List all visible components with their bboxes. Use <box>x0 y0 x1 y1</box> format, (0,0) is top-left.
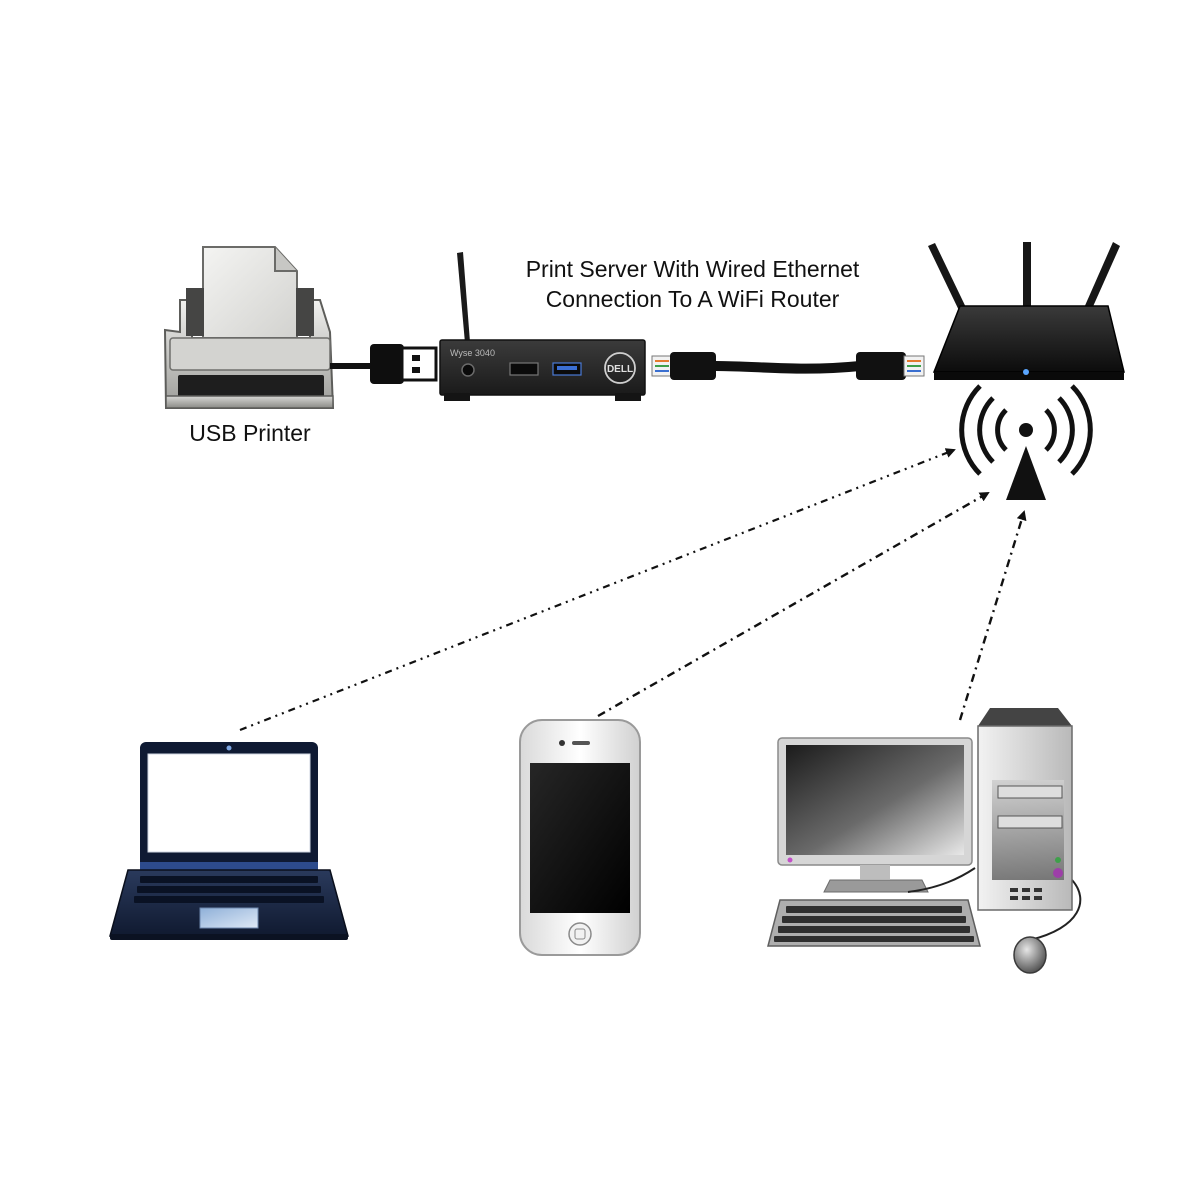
dell-logo <box>604 352 636 384</box>
desktop-wireless-link <box>958 510 1027 721</box>
phone-wireless-link <box>597 491 990 718</box>
printer-icon <box>163 246 335 409</box>
laptop-icon <box>109 742 349 940</box>
mouse-icon <box>1013 936 1047 974</box>
wifi-antenna-icon <box>959 384 1093 500</box>
diagram-title-line-2: Connection To A WiFi Router <box>545 286 840 312</box>
touchpad <box>199 907 259 929</box>
usb-cable <box>330 344 438 384</box>
desktop-keyboard-keys <box>774 906 974 942</box>
diagram-title-line-1: Print Server With Wired Ethernet <box>525 256 860 282</box>
usb-port-icon <box>509 362 539 376</box>
home-button <box>568 922 592 946</box>
print-server-model: Wyse 3040 <box>450 348 495 358</box>
ethernet-cable <box>651 352 925 380</box>
laptop-wireless-link <box>239 448 956 732</box>
audio-jack-icon <box>461 363 475 377</box>
dell-logo-text: DELL <box>607 364 633 375</box>
smartphone-icon <box>519 719 641 956</box>
desktop-computer-icon <box>767 708 1082 974</box>
printer-label: USB Printer <box>189 420 311 446</box>
wifi-router-icon <box>928 242 1125 380</box>
wireless-links <box>239 448 1027 732</box>
laptop-keyboard <box>134 876 324 903</box>
thin-client-icon: Wyse 3040 DELL <box>439 252 646 401</box>
